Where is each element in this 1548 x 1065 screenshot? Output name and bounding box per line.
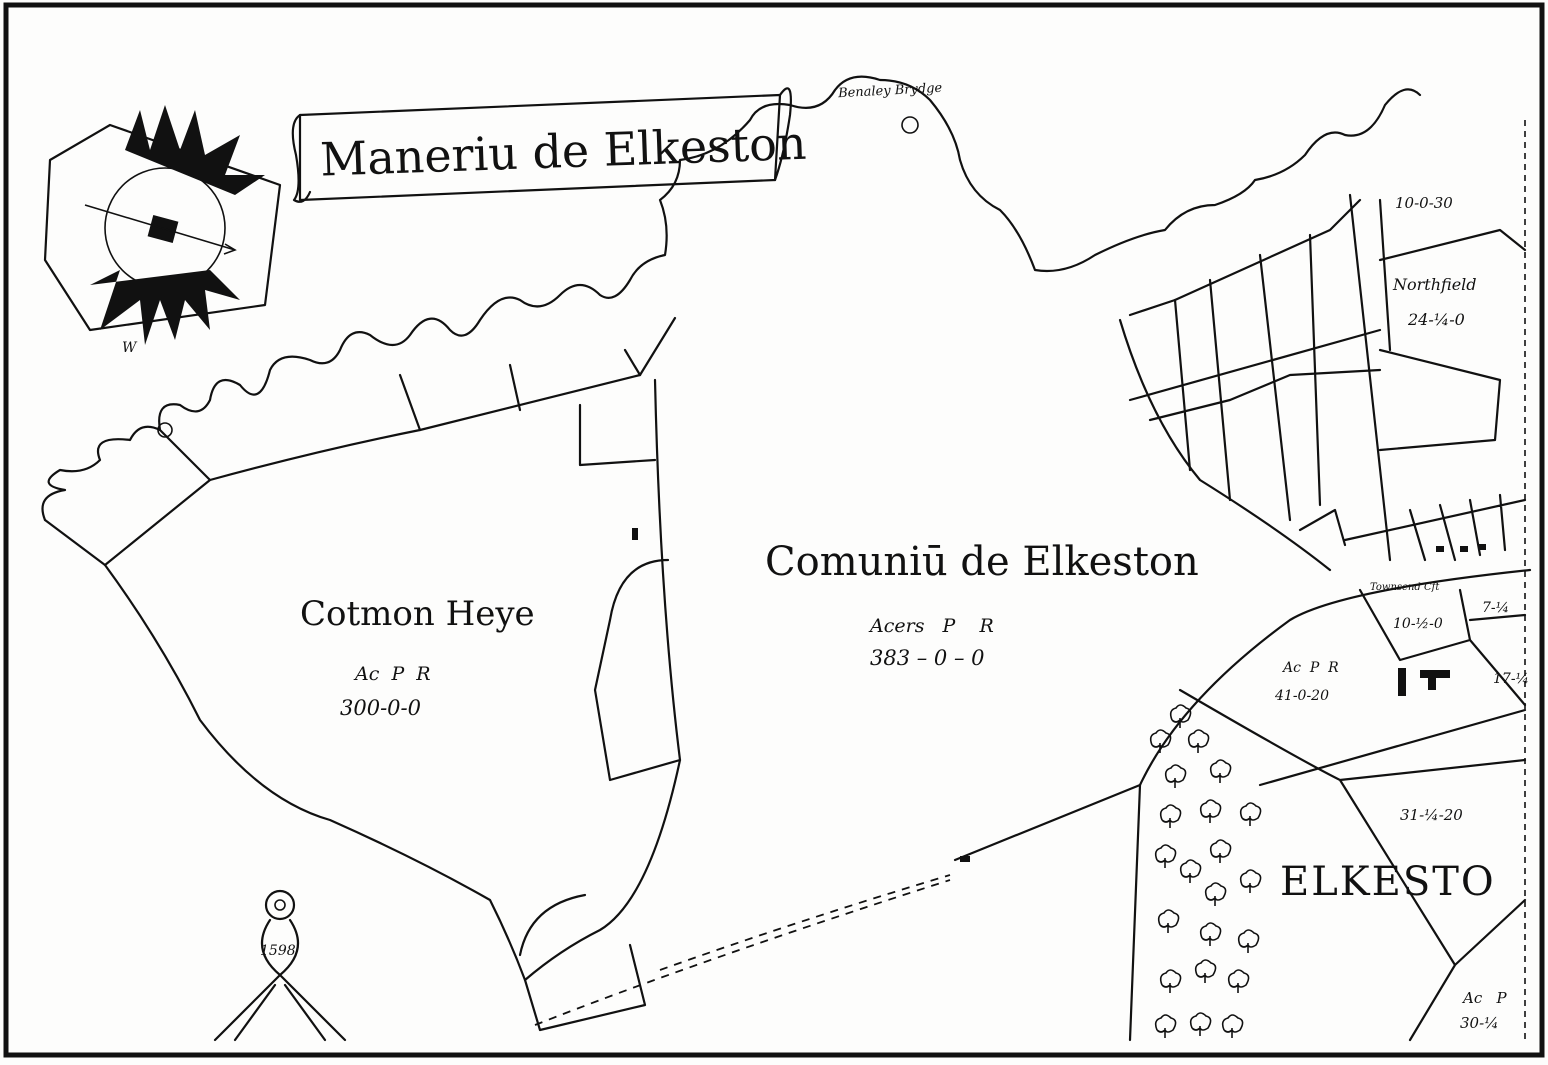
tree-icon xyxy=(1159,969,1182,993)
orchard-trees xyxy=(1149,704,1262,1038)
tree-icon xyxy=(1221,1014,1244,1038)
plot-d-area: 41-0-20 xyxy=(1274,688,1329,704)
tree-icon xyxy=(1179,859,1202,883)
tree-icon xyxy=(1157,909,1180,933)
compass-rose: W xyxy=(43,105,282,356)
tree-icon xyxy=(1237,929,1260,953)
common-units: Acers P R xyxy=(868,615,994,637)
plot-b-area: 7-¼ xyxy=(1482,600,1509,616)
tree-icon xyxy=(1209,839,1232,863)
northfield-label: Northfield xyxy=(1392,275,1477,294)
tree-icon xyxy=(1199,922,1222,946)
cotmon-area: 300-0-0 xyxy=(340,696,421,720)
plot-c-area: 17-¼ xyxy=(1493,671,1529,687)
tree-icon xyxy=(1199,799,1222,823)
bridge-label: Benaley Brydge xyxy=(837,81,943,101)
tree-icon xyxy=(1189,1012,1212,1036)
dividers-year: 1598 xyxy=(260,943,296,959)
plot-top-area: 10-0-30 xyxy=(1395,194,1453,212)
plot-d-units: Ac P R xyxy=(1281,660,1339,676)
tree-icon xyxy=(1187,729,1210,753)
tree-icon xyxy=(1159,804,1182,828)
common-label: Comuniū de Elkeston xyxy=(765,539,1199,585)
tree-icon xyxy=(1209,759,1232,783)
northfield-area: 24-¼-0 xyxy=(1407,310,1465,329)
plot-a-area: 10-½-0 xyxy=(1393,616,1443,632)
plot-f-units: Ac P xyxy=(1461,989,1508,1007)
tree-icon xyxy=(1149,729,1172,753)
map-border xyxy=(3,2,1545,1058)
tree-icon xyxy=(1164,764,1187,788)
compass-west-label: W xyxy=(122,340,138,356)
townsend-label: Townsend Cft xyxy=(1370,582,1440,593)
buildings xyxy=(632,528,1486,862)
river xyxy=(41,75,1422,522)
tree-icon xyxy=(1204,882,1227,906)
cotmon-units: Ac P R xyxy=(353,663,431,685)
common-area: 383 – 0 – 0 xyxy=(870,646,985,670)
tree-icon xyxy=(1227,969,1250,993)
field-boundaries xyxy=(43,120,1532,1042)
village-label: ELKESTO xyxy=(1280,859,1496,905)
cotmon-heye-label: Cotmon Heye xyxy=(300,594,535,634)
tree-icon xyxy=(1169,704,1192,728)
plot-f-area: 30-¼ xyxy=(1460,1014,1499,1032)
plot-e-area: 31-¼-20 xyxy=(1400,806,1463,824)
tree-icon xyxy=(1239,869,1262,893)
tree-icon xyxy=(1154,1014,1177,1038)
tree-icon xyxy=(1194,959,1217,983)
tree-icon xyxy=(1154,844,1177,868)
tree-icon xyxy=(1239,802,1262,826)
dividers-emblem: 1598 xyxy=(213,889,347,1042)
